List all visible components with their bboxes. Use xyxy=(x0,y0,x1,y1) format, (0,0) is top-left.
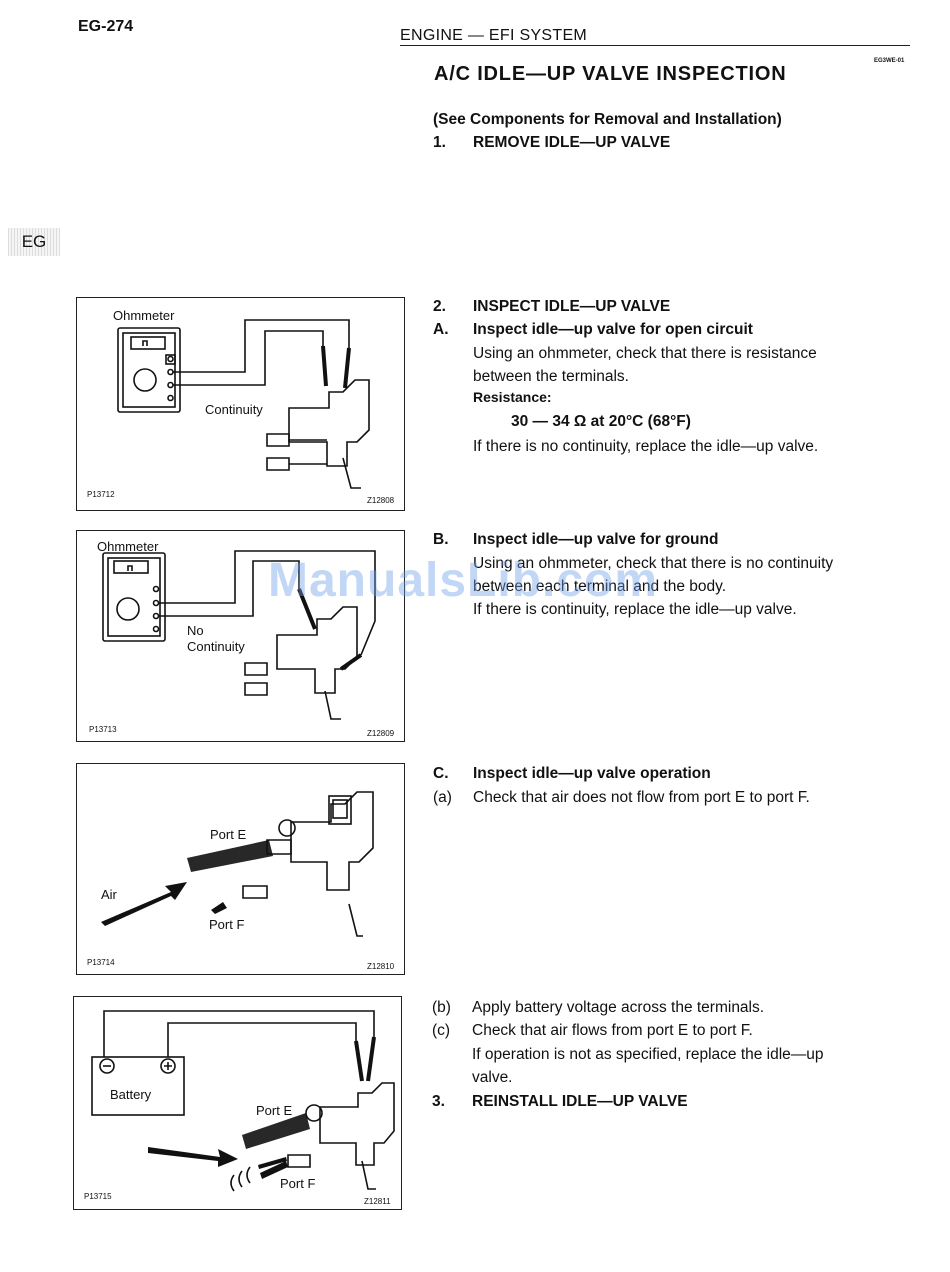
figure-ground: Ohmmeter No Continuity P13713 Z12809 xyxy=(76,530,405,742)
step-c-number: C. xyxy=(433,765,449,782)
resistance-label: Resistance: xyxy=(473,389,552,405)
figure-operation-open-drawing xyxy=(91,1010,395,1192)
step-a-line-1: Using an ohmmeter, check that there is r… xyxy=(473,345,817,362)
figure-4-port-e-label: Port E xyxy=(256,1103,293,1118)
step-3-text: REINSTALL IDLE—UP VALVE xyxy=(472,1093,688,1110)
step-1-text: REMOVE IDLE—UP VALVE xyxy=(473,134,671,151)
step-c-heading-text: Inspect idle—up valve operation xyxy=(473,765,711,782)
figure-ground-drawing xyxy=(102,550,376,720)
step-1: 1. REMOVE IDLE—UP VALVE xyxy=(433,131,670,155)
page-title: A/C IDLE—UP VALVE INSPECTION xyxy=(434,63,787,85)
figure-4-code-left: P13715 xyxy=(84,1192,112,1201)
step-b-number: B. xyxy=(433,531,449,548)
step-c-a-text: Check that air does not flow from port E… xyxy=(473,789,810,806)
figure-1-code-left: P13712 xyxy=(87,490,115,499)
figure-2-continuity-label: Continuity xyxy=(187,639,245,654)
step-a-line-2: between the terminals. xyxy=(473,368,629,385)
figure-3-code-left: P13714 xyxy=(87,958,115,967)
step-c-c: (c) Check that air flows from port E to p… xyxy=(432,1019,753,1043)
step-2-text: INSPECT IDLE—UP VALVE xyxy=(473,298,671,315)
figure-4-battery-label: Battery xyxy=(110,1087,152,1102)
step-b-line-1: Using an ohmmeter, check that there is n… xyxy=(473,555,834,572)
step-b-line-2: between each terminal and the body. xyxy=(473,578,727,595)
step-c-b-text: Apply battery voltage across the termina… xyxy=(472,999,765,1016)
step-c-b-number: (b) xyxy=(432,999,451,1016)
figure-4-port-f-label: Port F xyxy=(280,1176,316,1191)
figure-operation-closed: Port E Air Port F P13714 Z12810 xyxy=(76,763,405,975)
figure-2-ohmmeter-label: Ohmmeter xyxy=(97,539,159,554)
step-c-c-note-1: If operation is not as specified, replac… xyxy=(472,1046,824,1063)
step-c-c-number: (c) xyxy=(432,1022,451,1039)
step-a-number: A. xyxy=(433,321,449,338)
document-code: EG3WE-01 xyxy=(874,58,905,64)
figure-3-port-f-label: Port F xyxy=(209,917,245,932)
intro-text: (See Components for Removal and Installa… xyxy=(433,111,782,128)
step-2: 2. INSPECT IDLE—UP VALVE xyxy=(433,295,670,319)
resistance-value: 30 — 34 Ω at 20°C (68°F) xyxy=(511,413,691,430)
step-c-a-number: (a) xyxy=(433,789,452,806)
step-3-number: 3. xyxy=(432,1093,445,1110)
figure-operation-open: Battery Port E Port F P13715 Z12811 xyxy=(73,996,402,1210)
step-c-c-note-2: valve. xyxy=(472,1069,513,1086)
section-header: ENGINE — EFI SYSTEM xyxy=(400,27,588,44)
figure-2-code-left: P13713 xyxy=(89,725,117,734)
step-c-c-text: Check that air flows from port E to port… xyxy=(472,1022,753,1039)
step-c-heading: C. Inspect idle—up valve operation xyxy=(433,762,711,786)
step-b-heading-text: Inspect idle—up valve for ground xyxy=(473,531,719,548)
step-a-note: If there is no continuity, replace the i… xyxy=(473,438,819,455)
figure-1-continuity-label: Continuity xyxy=(205,402,263,417)
header-rule xyxy=(400,45,910,46)
figure-open-circuit-drawing xyxy=(117,319,370,489)
figure-open-circuit: Ohmmeter Continuity P13712 Z12808 xyxy=(76,297,405,511)
figure-1-code-right: Z12808 xyxy=(367,496,395,505)
figure-3-code-right: Z12810 xyxy=(367,962,395,971)
figure-2-code-right: Z12809 xyxy=(367,729,395,738)
figure-4-code-right: Z12811 xyxy=(364,1197,391,1206)
page-number: EG-274 xyxy=(78,18,134,35)
figure-operation-closed-drawing xyxy=(101,791,374,937)
step-a-heading-text: Inspect idle—up valve for open circuit xyxy=(473,321,753,338)
step-1-number: 1. xyxy=(433,134,446,151)
section-tab-label: EG xyxy=(21,232,47,251)
step-a-heading: A. Inspect idle—up valve for open circuit xyxy=(433,318,753,342)
step-3: 3. REINSTALL IDLE—UP VALVE xyxy=(432,1090,688,1114)
step-b-note: If there is continuity, replace the idle… xyxy=(473,601,797,618)
step-b-heading: B. Inspect idle—up valve for ground xyxy=(433,528,718,552)
step-c-a: (a) Check that air does not flow from por… xyxy=(433,786,810,810)
watermark: ManualsLib.com xyxy=(268,554,659,607)
figure-3-port-e-label: Port E xyxy=(210,827,247,842)
figure-2-no-label: No xyxy=(187,623,204,638)
step-c-b: (b) Apply battery voltage across the term… xyxy=(432,996,764,1020)
section-tab[interactable]: EG xyxy=(8,228,60,256)
figure-1-ohmmeter-label: Ohmmeter xyxy=(113,308,175,323)
step-2-number: 2. xyxy=(433,298,446,315)
figure-3-air-label: Air xyxy=(101,887,117,902)
